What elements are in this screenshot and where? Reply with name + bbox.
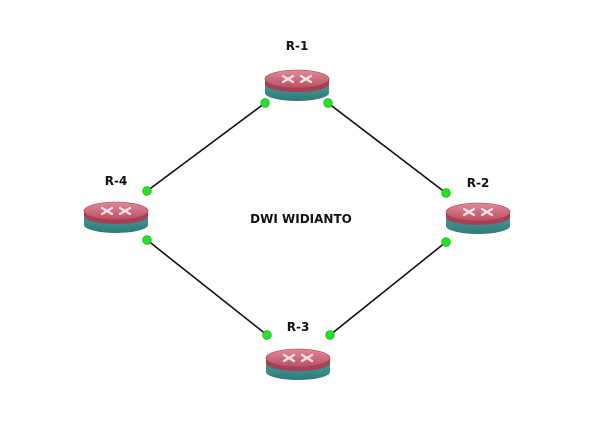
router-label: R-2 <box>467 176 490 190</box>
router-icon <box>265 348 331 380</box>
link-r1-r2[interactable] <box>327 102 447 194</box>
router-icon <box>445 202 511 234</box>
router-r4[interactable]: R-4 <box>83 174 149 233</box>
router-icon <box>83 201 149 233</box>
port-status-dot[interactable] <box>142 235 152 245</box>
link-r2-r3[interactable] <box>329 241 447 336</box>
port-status-dot[interactable] <box>142 186 152 196</box>
router-label: R-4 <box>105 174 128 188</box>
router-label: R-1 <box>286 39 309 53</box>
link-r1-r4[interactable] <box>146 102 266 192</box>
router-r2[interactable]: R-2 <box>445 176 511 234</box>
port-status-dot[interactable] <box>325 330 335 340</box>
router-icon <box>264 69 330 101</box>
router-r3[interactable]: R-3 <box>265 320 331 380</box>
ports-layer <box>142 98 451 340</box>
port-status-dot[interactable] <box>441 188 451 198</box>
port-status-dot[interactable] <box>323 98 333 108</box>
diagram-annotation: DWI WIDIANTO <box>250 212 352 226</box>
port-status-dot[interactable] <box>260 98 270 108</box>
links-layer <box>146 102 447 336</box>
port-status-dot[interactable] <box>441 237 451 247</box>
router-r1[interactable]: R-1 <box>264 39 330 101</box>
port-status-dot[interactable] <box>262 330 272 340</box>
router-label: R-3 <box>287 320 310 334</box>
link-r4-r3[interactable] <box>146 239 268 336</box>
